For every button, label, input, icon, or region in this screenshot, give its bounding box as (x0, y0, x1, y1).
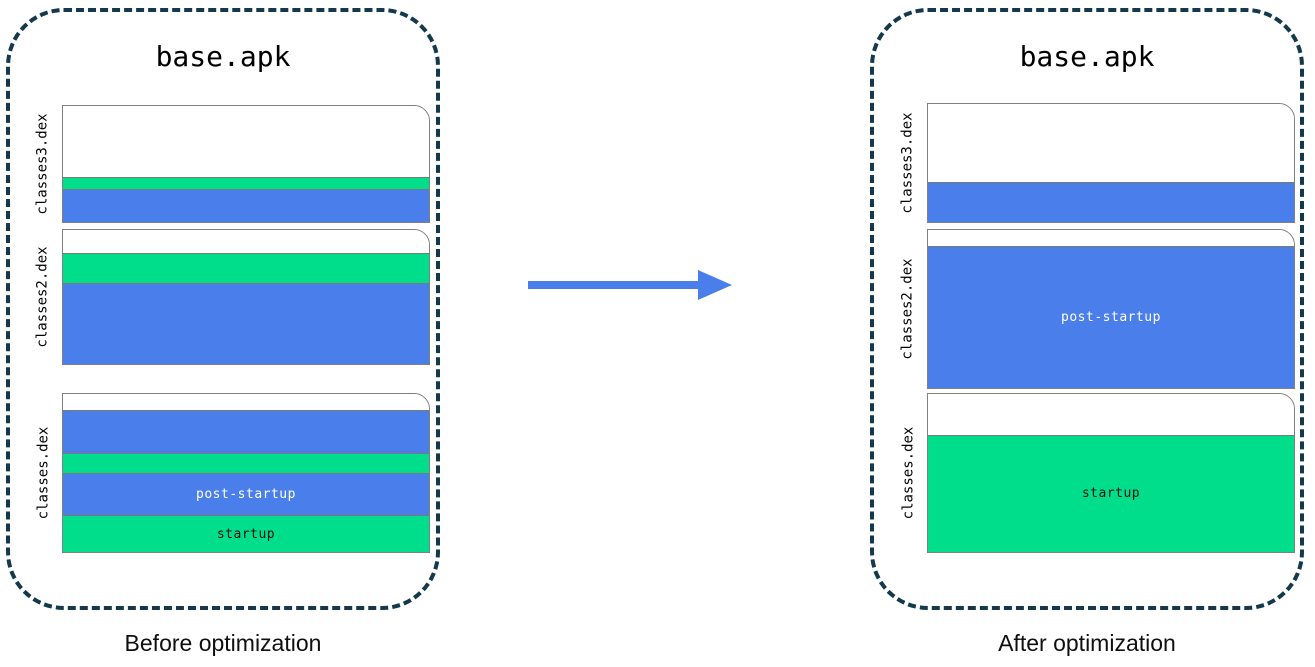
dex-segment-unused (928, 394, 1294, 435)
dex-segment-unused (63, 230, 429, 253)
dex-stack-classes2-after: post-startup (927, 229, 1295, 389)
dex-segment-startup: startup (63, 515, 429, 552)
apk-title-after: base.apk (1019, 40, 1155, 73)
dex-file-classes2-after: classes2.dex post-startup (895, 229, 1295, 389)
dex-label-classes3-before: classes3.dex (35, 113, 51, 215)
dex-segment-post-startup: post-startup (928, 245, 1294, 388)
dex-segment-startup: startup (928, 434, 1294, 552)
dex-segment-unused (63, 106, 429, 177)
right-arrow-icon (528, 270, 732, 300)
dex-stack-classes2-before (62, 229, 430, 365)
dex-segment-startup (63, 252, 429, 284)
dex-segment-unused (63, 394, 429, 410)
dex-segment-post-startup (63, 283, 429, 364)
apk-title-before: base.apk (155, 40, 291, 73)
dex-segment-label: post-startup (1061, 309, 1161, 325)
apk-panel-before: base.apk (6, 8, 440, 610)
dex-segment-startup (63, 176, 429, 189)
dex-segment-unused (928, 230, 1294, 246)
dex-segment-post-startup (928, 182, 1294, 222)
dex-label-classes2-before: classes2.dex (35, 246, 51, 348)
dex-stack-classes-before: post-startup startup (62, 393, 430, 553)
caption-after: After optimization (998, 630, 1176, 656)
dex-file-classes2-before: classes2.dex (30, 229, 430, 365)
dex-file-classes3-before: classes3.dex (30, 105, 430, 223)
dex-file-classes-after: classes.dex startup (895, 393, 1295, 553)
dex-file-classes-before: classes.dex post-startup startup (30, 393, 430, 553)
dex-segment-startup (63, 453, 429, 474)
dex-segment-label: startup (216, 526, 276, 542)
dex-segment-post-startup (63, 409, 429, 454)
dex-segment-post-startup: post-startup (63, 473, 429, 516)
dex-stack-classes-after: startup (927, 393, 1295, 553)
dex-label-classes2-after: classes2.dex (900, 258, 916, 360)
dex-segment-post-startup (63, 188, 429, 222)
caption-before: Before optimization (124, 630, 322, 656)
dex-segment-label: startup (1081, 486, 1141, 502)
dex-label-classes3-after: classes3.dex (900, 112, 916, 214)
dex-stack-classes3-after (927, 103, 1295, 223)
transformation-arrow (520, 262, 740, 308)
dex-stack-classes3-before (62, 105, 430, 223)
apk-panel-after: base.apk (870, 8, 1304, 610)
dex-segment-label: post-startup (196, 487, 296, 503)
dex-segment-unused (928, 104, 1294, 183)
dex-label-classes-after: classes.dex (900, 426, 916, 520)
dex-label-classes-before: classes.dex (35, 426, 51, 520)
dex-file-classes3-after: classes3.dex (895, 103, 1295, 223)
